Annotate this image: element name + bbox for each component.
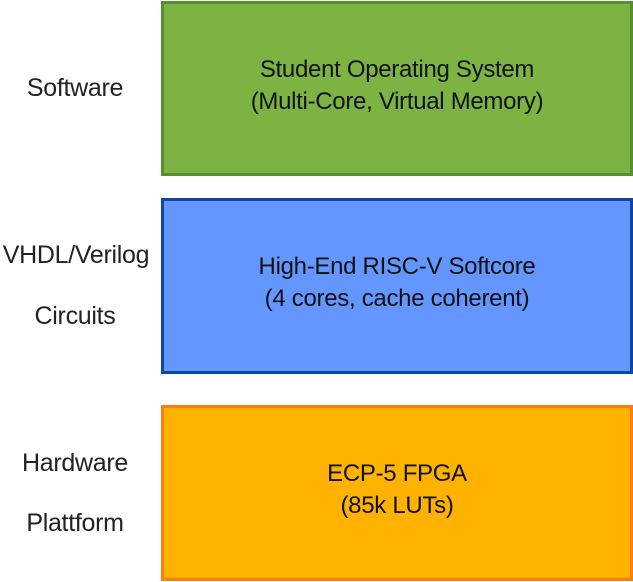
side-label-hardware-line1: Hardware [22, 449, 128, 477]
layer-box-circuits: High-End RISC-V Softcore (4 cores, cache… [161, 198, 633, 374]
side-label-hardware-line2: Plattform [26, 509, 124, 537]
layer-subtitle: (85k LUTs) [340, 492, 454, 519]
side-label-circuits-line2: Circuits [34, 302, 116, 330]
layer-box-hardware: ECP-5 FPGA (85k LUTs) [161, 405, 633, 581]
layer-title: Student Operating System [259, 55, 535, 83]
side-label-circuits-line1: VHDL/Verilog [2, 241, 150, 269]
layer-title: High-End RISC-V Softcore [258, 253, 536, 280]
side-label-software: Software [26, 74, 124, 102]
layer-subtitle: (Multi-Core, Virtual Memory) [250, 87, 544, 115]
layer-title: ECP-5 FPGA [327, 460, 467, 487]
layer-box-software: Student Operating System (Multi-Core, Vi… [161, 1, 633, 176]
layer-subtitle: (4 cores, cache coherent) [264, 285, 530, 312]
